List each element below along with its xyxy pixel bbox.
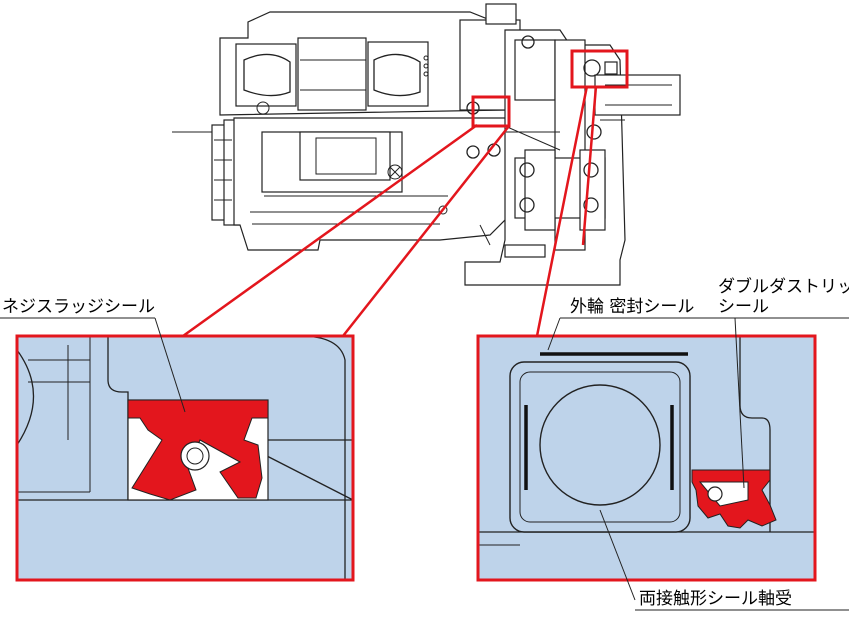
label-contact-seal-bearing: 両接触形シール軸受 bbox=[639, 589, 792, 609]
bearing-ball bbox=[539, 384, 661, 506]
leader-lines bbox=[0, 317, 849, 611]
detail-panel-left bbox=[15, 334, 355, 582]
label-double-dust-lip-line2: シール bbox=[718, 297, 769, 317]
label-thread-sludge-seal: ネジスラッジシール bbox=[2, 297, 155, 317]
highlight-box-left bbox=[471, 95, 511, 128]
pump-assembly-drawing bbox=[172, 3, 681, 286]
connector-lines bbox=[182, 85, 598, 338]
detail-panel-right bbox=[476, 334, 817, 582]
label-double-dust-lip-line1: ダブルダストリップ bbox=[718, 276, 849, 297]
thread-sludge-seal-shape bbox=[127, 399, 269, 501]
highlight-box-right bbox=[570, 49, 629, 89]
label-outer-ring-seal: 外輪 密封シール bbox=[570, 297, 694, 317]
